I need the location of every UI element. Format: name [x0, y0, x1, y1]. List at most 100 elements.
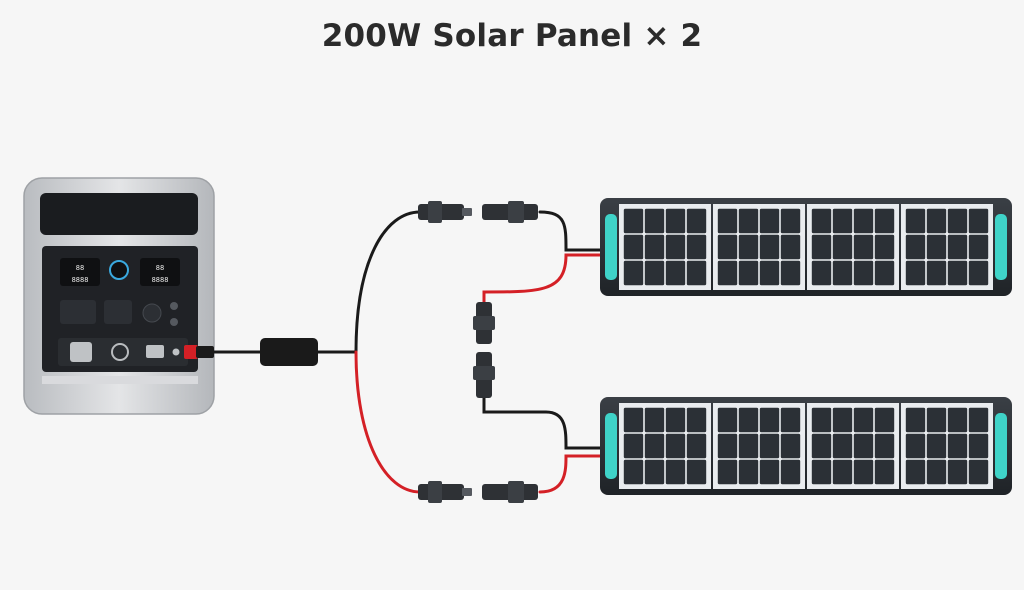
display-left-digits-bottom: 8888 [72, 276, 89, 284]
panel-cell [926, 208, 947, 234]
panel-cell [905, 234, 926, 260]
panel-cell [905, 433, 926, 459]
panel-cell [644, 260, 665, 286]
panel-cell [717, 260, 738, 286]
panel-cell [738, 433, 759, 459]
panel-handle-right[interactable] [995, 413, 1007, 479]
panel-cell [717, 459, 738, 485]
panel-cell [623, 234, 644, 260]
dc5521-port-top[interactable] [170, 302, 178, 310]
parallel-adapter [260, 338, 318, 366]
panel-cell [874, 459, 895, 485]
bottom-panel-negative-cable [482, 394, 606, 450]
panel-cell [968, 234, 989, 260]
panel-cell [853, 433, 874, 459]
mc4-connector-top-right [482, 201, 538, 223]
car-port[interactable] [142, 303, 162, 323]
panel-cell [665, 260, 686, 286]
mc4-connector-top-left [418, 201, 472, 223]
panel-cell [686, 234, 707, 260]
panel-cell [853, 208, 874, 234]
panel-cell [665, 433, 686, 459]
panel-cell [811, 234, 832, 260]
red-branch-cable [354, 350, 422, 494]
panel-cell [717, 407, 738, 433]
input-cable-plug-body [196, 346, 214, 358]
panel-cell [738, 459, 759, 485]
panel-cell [780, 260, 801, 286]
solar-panel-bottom [600, 397, 1012, 495]
panel-cell [665, 234, 686, 260]
panel-cell [623, 260, 644, 286]
panel-handle-right[interactable] [995, 214, 1007, 280]
panel-cell [811, 208, 832, 234]
ac-switch[interactable] [146, 345, 164, 358]
panel-cell [874, 433, 895, 459]
mc4-connector-bottom-right [482, 481, 538, 503]
panel-cell [832, 407, 853, 433]
ac-outlet-icon[interactable] [70, 342, 92, 362]
input-cable-plug [184, 345, 198, 359]
panel-cell [686, 407, 707, 433]
panel-cell [738, 407, 759, 433]
panel-cell [926, 459, 947, 485]
panel-cell [968, 407, 989, 433]
dc-port-icon[interactable] [104, 300, 132, 324]
panel-cell [832, 260, 853, 286]
panel-handle-left[interactable] [605, 214, 617, 280]
panel-cell [853, 234, 874, 260]
panel-cell [686, 260, 707, 286]
panel-cell [926, 234, 947, 260]
panel-cell [780, 433, 801, 459]
panel-cell [780, 407, 801, 433]
panel-cell [968, 459, 989, 485]
panel-cell [717, 208, 738, 234]
charging-input-port-icon[interactable] [172, 348, 180, 356]
panel-cell [665, 208, 686, 234]
top-panel-positive-cable [482, 253, 606, 306]
panel-cell [759, 459, 780, 485]
panel-cell [780, 234, 801, 260]
panel-cell [686, 208, 707, 234]
panel-cell [905, 407, 926, 433]
panel-cell [623, 208, 644, 234]
panel-handle-left[interactable] [605, 413, 617, 479]
panel-cell [665, 459, 686, 485]
panel-cell [686, 433, 707, 459]
panel-cell [644, 208, 665, 234]
panel-cell [853, 260, 874, 286]
panel-cell [644, 234, 665, 260]
panel-cell [738, 234, 759, 260]
panel-cell [832, 459, 853, 485]
power-button-icon[interactable] [111, 343, 129, 361]
panel-cell [874, 208, 895, 234]
panel-cell [853, 459, 874, 485]
panel-cell [665, 407, 686, 433]
panel-cell [968, 260, 989, 286]
dc5521-port-bottom[interactable] [170, 318, 178, 326]
panel-cell [947, 433, 968, 459]
display-right-digits-top: 88 [156, 264, 164, 272]
panel-cell [623, 407, 644, 433]
panel-cell [811, 260, 832, 286]
panel-cell [686, 459, 707, 485]
panel-cell [905, 260, 926, 286]
panel-cell [780, 459, 801, 485]
panel-cell [759, 407, 780, 433]
panel-cell [780, 208, 801, 234]
panel-cell [968, 208, 989, 234]
mc4-connector-series-upper [473, 302, 495, 344]
panel-cell [926, 260, 947, 286]
panel-cell [644, 433, 665, 459]
panel-cell [947, 407, 968, 433]
panel-cell [832, 208, 853, 234]
panel-cell [853, 407, 874, 433]
panel-cell [811, 433, 832, 459]
display-right-digits-bottom: 8888 [152, 276, 169, 284]
power-station-base-trim [42, 376, 198, 384]
panel-cell [717, 234, 738, 260]
bottom-panel-positive-cable [538, 454, 606, 494]
panel-cell [738, 208, 759, 234]
usb-ports[interactable] [60, 300, 96, 324]
